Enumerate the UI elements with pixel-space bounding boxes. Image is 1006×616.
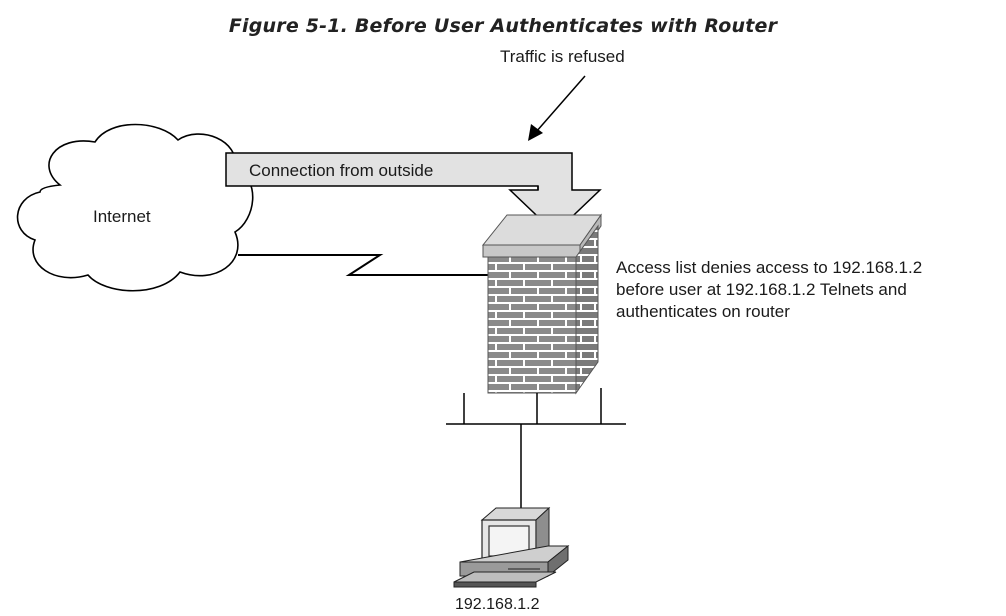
access-list-note-line: authenticates on router <box>616 301 790 321</box>
traffic-refused-label: Traffic is refused <box>500 47 625 66</box>
connection-from-outside-label: Connection from outside <box>249 161 434 180</box>
cloud-icon <box>16 123 254 292</box>
traffic-refused-pointer <box>528 75 586 141</box>
access-list-note-line: before user at 192.168.1.2 Telnets and <box>616 279 907 299</box>
lan-segment <box>446 388 626 520</box>
figure-title: Figure 5-1. Before User Authenticates wi… <box>228 15 778 37</box>
connection-arrow <box>225 152 602 235</box>
serial-link <box>238 254 488 276</box>
host-ip-label: 192.168.1.2 <box>455 596 540 613</box>
access-list-note-line: Access list denies access to 192.168.1.2 <box>616 258 923 277</box>
access-list-note: Access list denies access to 192.168.1.2… <box>616 257 922 322</box>
firewall-brick-wall-icon <box>481 213 602 395</box>
internet-label: Internet <box>93 207 151 226</box>
desktop-computer-icon <box>453 506 570 588</box>
